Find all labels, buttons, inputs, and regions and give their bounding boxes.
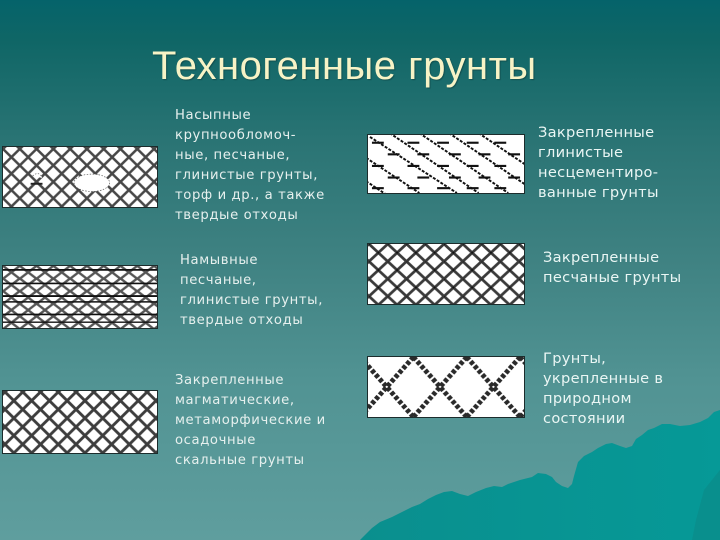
- diagonal-grid-icon: [3, 391, 157, 453]
- legend-label-fixed-sand-soils: Закрепленные песчаные грунты: [543, 249, 682, 286]
- legend-label-fixed-rock-soils: Закрепленные магматические, метаморфичес…: [175, 373, 326, 468]
- slide-title: Техногенные грунты: [152, 44, 537, 88]
- pattern-swatch-alluvial-soils: [2, 265, 158, 329]
- pattern-swatch-fixed-clay-soils: [367, 134, 525, 194]
- legend-label-natural-reinforced-soils: Грунты, укрепленные в природном состояни…: [543, 350, 664, 427]
- large-diagonal-grid-icon: [368, 357, 524, 417]
- diagonal-grid-with-horizontal-lines-icon: [3, 266, 157, 328]
- pattern-swatch-fixed-sand-soils: [367, 243, 525, 305]
- pattern-swatch-fill-soils: [2, 146, 158, 208]
- pattern-swatch-natural-reinforced-soils: [367, 356, 525, 418]
- legend-label-fixed-clay-soils: Закрепленные глинистые несцементиро- ван…: [538, 124, 659, 201]
- legend-label-alluvial-soils: Намывные песчаные, глинистые грунты, тве…: [180, 253, 323, 328]
- legend-label-fill-soils: Насыпные крупнообломоч- ные, песчаные, г…: [175, 108, 325, 223]
- diagonal-grid-with-dots-icon: [368, 244, 524, 304]
- diagonal-grid-with-inclusions-icon: [3, 147, 157, 207]
- diagonal-hatch-with-dashes-icon: [368, 135, 524, 193]
- pattern-swatch-fixed-rock-soils: [2, 390, 158, 454]
